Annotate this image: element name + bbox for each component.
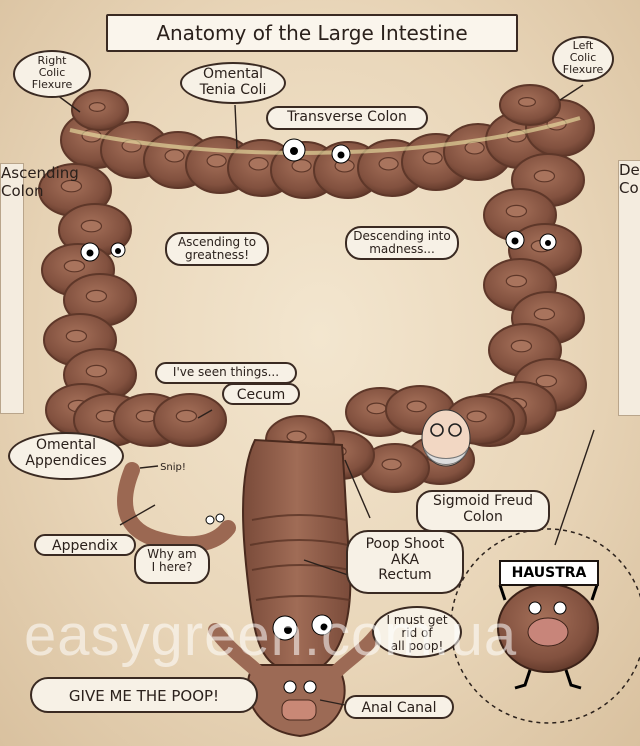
label-anal-canal: Anal Canal xyxy=(344,695,454,719)
tenia-coli-band xyxy=(69,116,581,155)
haustra-segment xyxy=(153,393,227,447)
label-sigmoid-freud-colon: Sigmoid Freud Colon xyxy=(416,490,550,532)
page-title: Anatomy of the Large Intestine xyxy=(106,14,518,52)
bubble-ascending-to-greatness: Ascending to greatness! xyxy=(165,232,269,266)
haustra-segment xyxy=(63,273,137,327)
bubble-must-get-rid: I must get rid of all poop! xyxy=(372,606,462,658)
appendix-shape xyxy=(117,462,236,553)
haustra-creature xyxy=(497,583,599,690)
bubble-descending-into-madness: Descending into madness... xyxy=(345,226,459,260)
label-haustra: HAUSTRA xyxy=(499,560,599,586)
pointer-lines xyxy=(56,84,595,706)
label-omental-tenia-coli: Omental Tenia Coli xyxy=(180,62,286,104)
transverse-colon-segments xyxy=(60,84,595,199)
label-snip: Snip! xyxy=(160,462,186,473)
haustra-segment xyxy=(71,89,129,131)
label-left-colic-flexure: Left Colic Flexure xyxy=(552,36,614,82)
label-transverse-colon: Transverse Colon xyxy=(266,106,428,130)
label-right-colic-flexure: Right Colic Flexure xyxy=(13,50,91,98)
watermark: easygreen.com.ua xyxy=(24,603,518,668)
bubble-ive-seen-things: I've seen things... xyxy=(155,362,297,384)
freud-face xyxy=(421,409,471,467)
label-poop-shoot-rectum: Poop Shoot AKA Rectum xyxy=(346,530,464,594)
bubble-give-me-the-poop: GIVE ME THE POOP! xyxy=(30,677,258,713)
label-cecum: Cecum xyxy=(222,383,300,405)
ascending-colon-segments xyxy=(38,163,227,447)
haustra-segment xyxy=(499,84,561,126)
label-descending-colon: Descending Colon xyxy=(618,160,640,416)
label-omental-appendices: Omental Appendices xyxy=(8,432,124,480)
label-ascending-colon: Ascending Colon xyxy=(0,163,79,414)
label-appendix: Appendix xyxy=(34,534,136,556)
bubble-why-am-i-here: Why am I here? xyxy=(134,544,210,584)
